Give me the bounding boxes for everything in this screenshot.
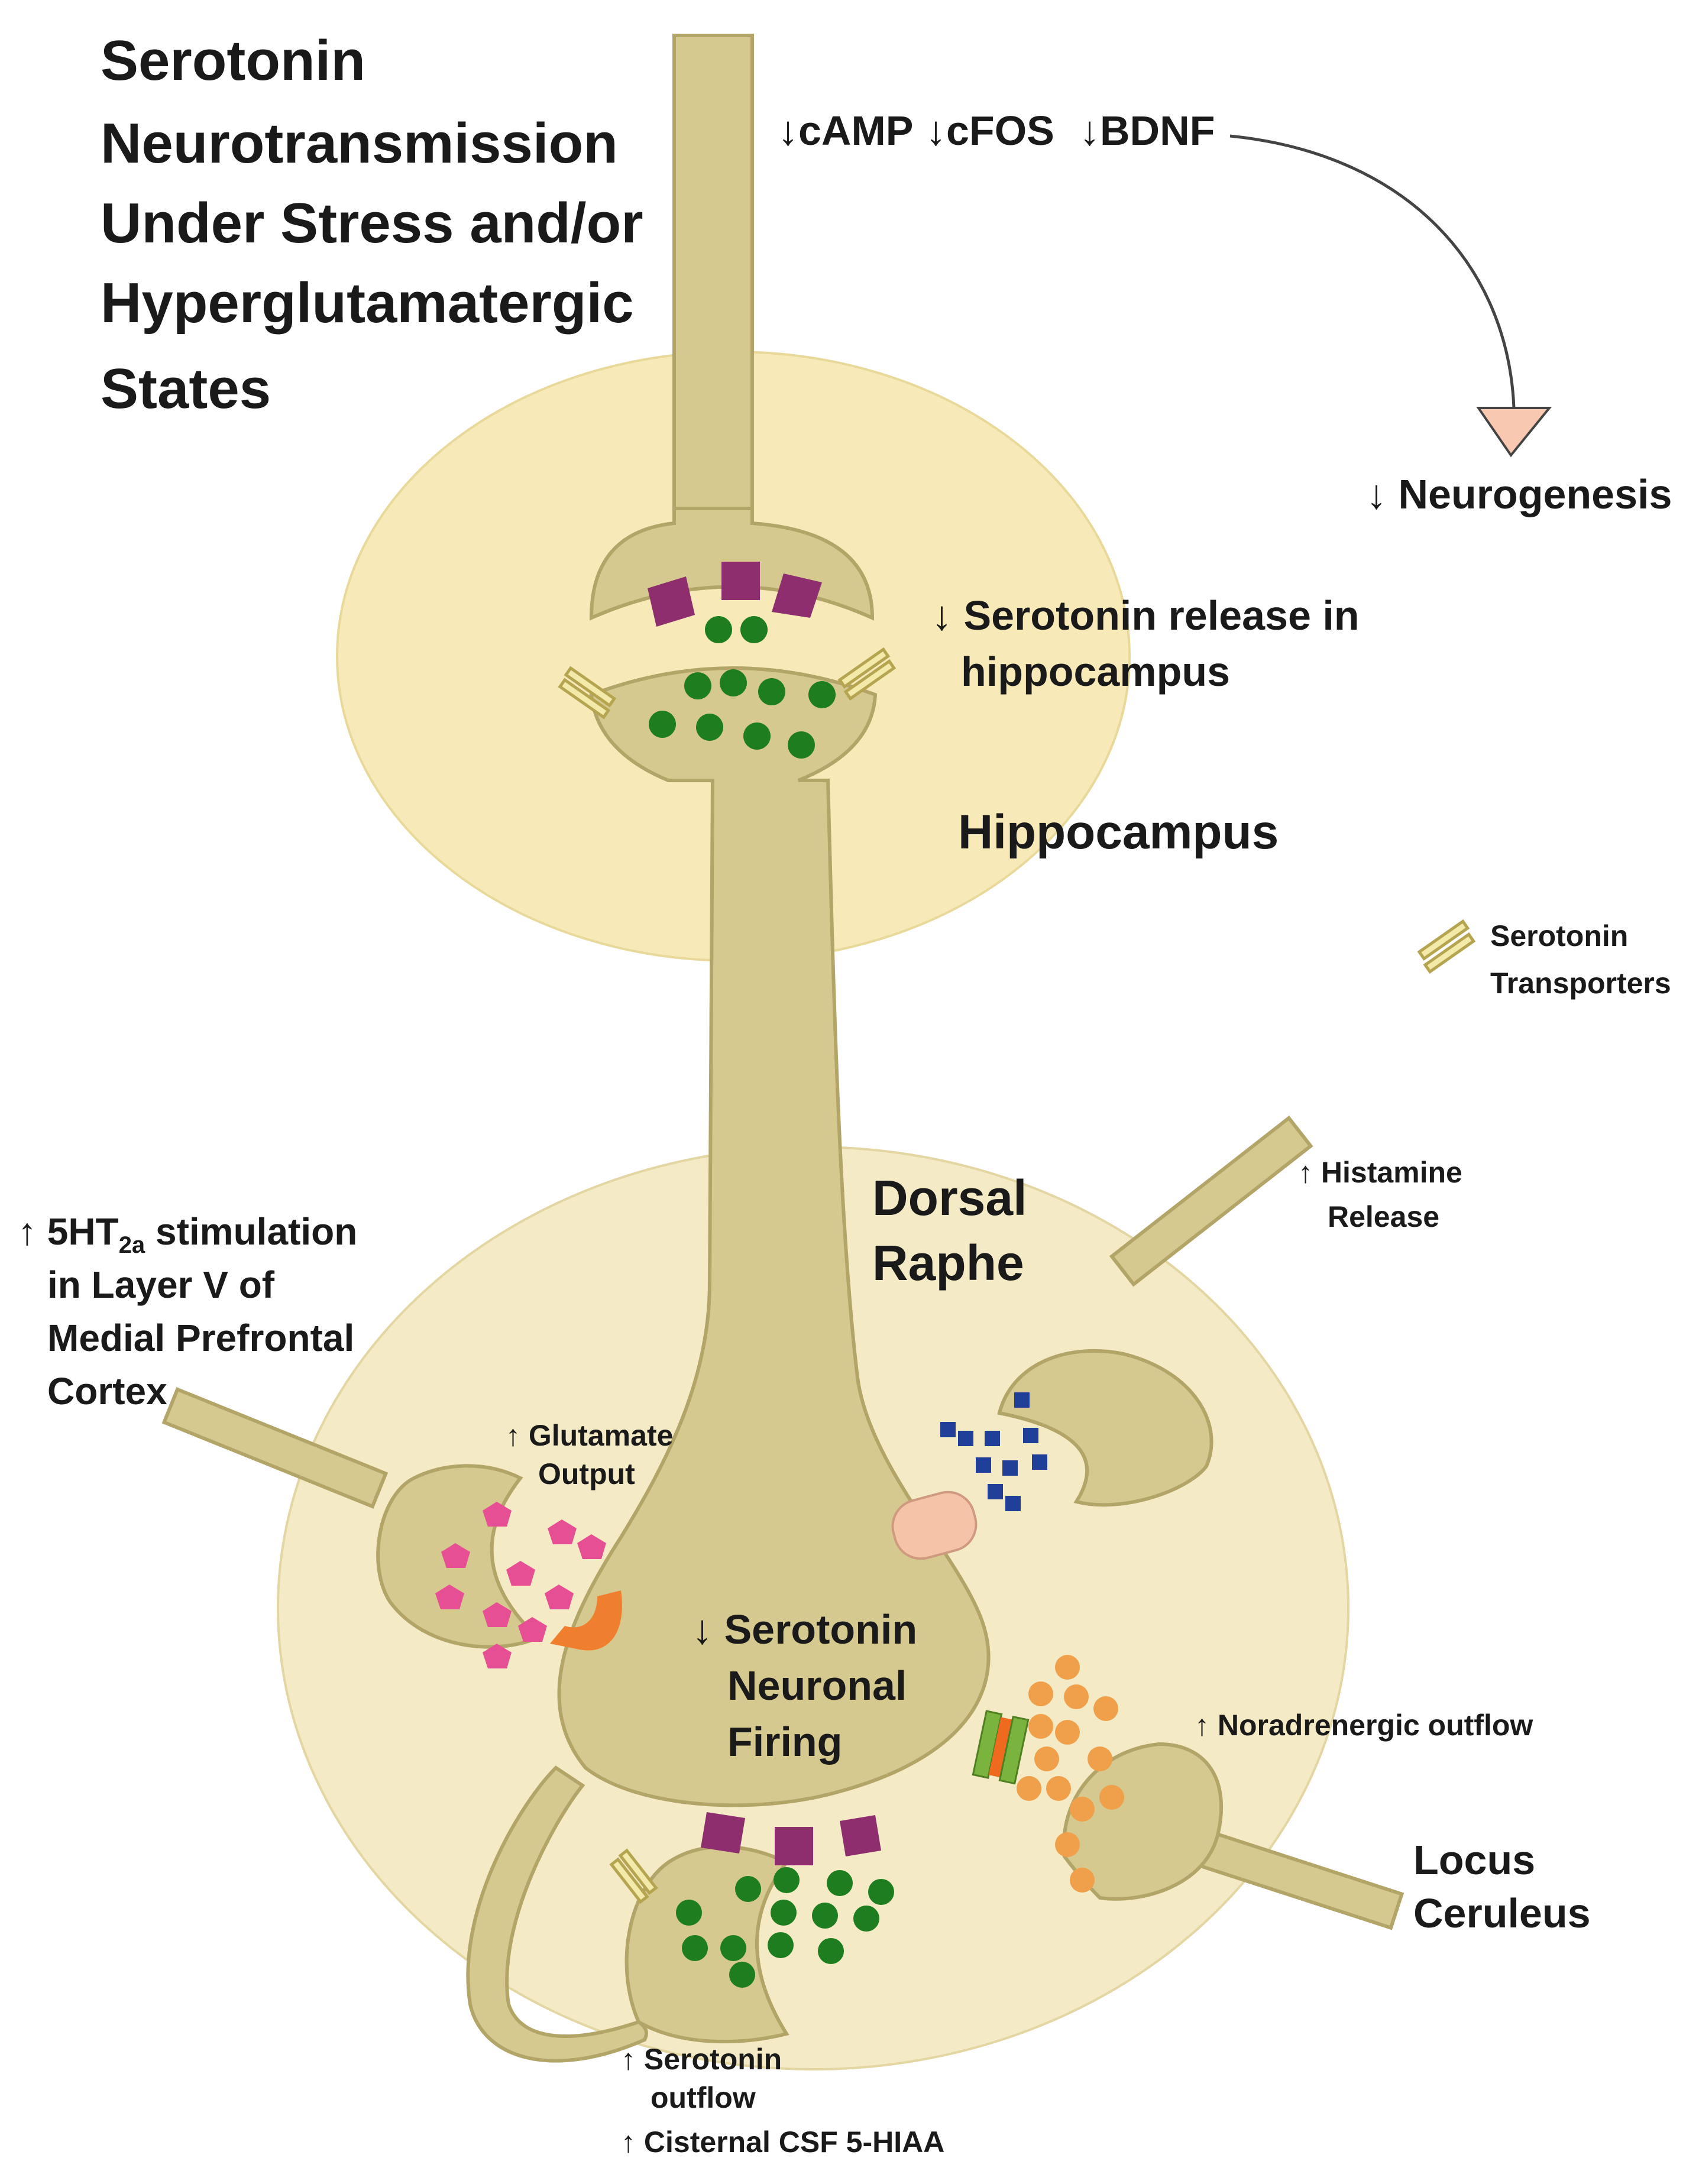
title-line-4: Hyperglutamatergic <box>101 271 634 335</box>
release-label-line2: hippocampus <box>961 649 1230 695</box>
ht2a-label-line4: Cortex <box>47 1370 167 1412</box>
bdnf-label: ↓BDNF <box>1079 108 1215 154</box>
ht2a-label-line1: ↑ 5HT2a stimulation <box>18 1210 357 1258</box>
transporters-legend-line2: Transporters <box>1490 967 1671 1000</box>
release-label-line1: ↓ Serotonin release in <box>931 592 1360 639</box>
somatodendritic-receptors <box>701 1812 881 1865</box>
firing-label-line2: Neuronal <box>727 1663 907 1709</box>
neurogenesis-arrow <box>1229 134 1516 409</box>
hippocampus-label: Hippocampus <box>958 805 1279 859</box>
title-line-5: States <box>101 357 271 420</box>
histamine-label-line1: ↑ Histamine <box>1298 1156 1462 1189</box>
h1-receptor <box>891 1490 978 1560</box>
ht2a-label-line3: Medial Prefrontal <box>47 1317 354 1359</box>
title-line-2: Neurotransmission <box>101 112 618 175</box>
cfos-label: ↓cFOS <box>925 108 1054 154</box>
locus-label-line1: Locus <box>1413 1837 1535 1883</box>
ht2a-label-line2: in Layer V of <box>47 1263 275 1306</box>
raphe-label: Raphe <box>872 1235 1024 1291</box>
serotonin-vesicles-raphe <box>676 1867 894 1988</box>
noradrenergic-terminal <box>1062 1742 1224 1901</box>
histamine-molecules <box>940 1392 1047 1511</box>
title-line-1: Serotonin <box>101 29 365 92</box>
histamine-terminal <box>997 1349 1213 1507</box>
serotonin-transporters-hippocampus <box>558 647 897 720</box>
locus-label-line2: Ceruleus <box>1413 1890 1591 1936</box>
neurogenesis-arrowhead <box>1476 407 1552 458</box>
glutamate-molecules <box>435 1502 606 1668</box>
neurogenesis-label: ↓ Neurogenesis <box>1366 471 1672 517</box>
glutamate-receptor <box>550 1590 622 1651</box>
camp-label: ↓cAMP <box>778 108 913 154</box>
recurrent-axon <box>466 1765 648 2063</box>
serotonin-receptors-hippocampus <box>648 562 822 627</box>
outflow-label-line2: outflow <box>651 2081 756 2114</box>
glutamate-label-line2: Output <box>538 1457 635 1490</box>
serotonin-vesicles-hippocampus <box>649 616 836 759</box>
serotonin-neuron-soma <box>557 666 991 1807</box>
upper-axon <box>672 34 754 546</box>
noradrenergic-label: ↑ Noradrenergic outflow <box>1195 1709 1533 1742</box>
serotonin-transporter-raphe <box>609 1848 658 1904</box>
histamine-axon <box>1109 1115 1313 1287</box>
histamine-label-line2: Release <box>1328 1200 1439 1233</box>
outflow-label-line1: ↑ Serotonin <box>621 2043 782 2076</box>
csf-label: ↑ Cisternal CSF 5-HIAA <box>621 2125 944 2159</box>
title-line-3: Under Stress and/or <box>101 192 643 255</box>
transporters-legend-line1: Serotonin <box>1490 919 1628 952</box>
mpfc-axon <box>161 1387 389 1509</box>
transporter-legend-icon <box>1417 919 1476 974</box>
firing-label-line1: ↓ Serotonin <box>692 1606 917 1652</box>
firing-label-line3: Firing <box>727 1719 842 1765</box>
alpha1-receptor <box>972 1710 1030 1785</box>
glutamate-label-line1: ↑ Glutamate <box>506 1419 673 1452</box>
dorsal-label: Dorsal <box>872 1170 1027 1226</box>
noradrenaline-molecules <box>1017 1655 1124 1893</box>
